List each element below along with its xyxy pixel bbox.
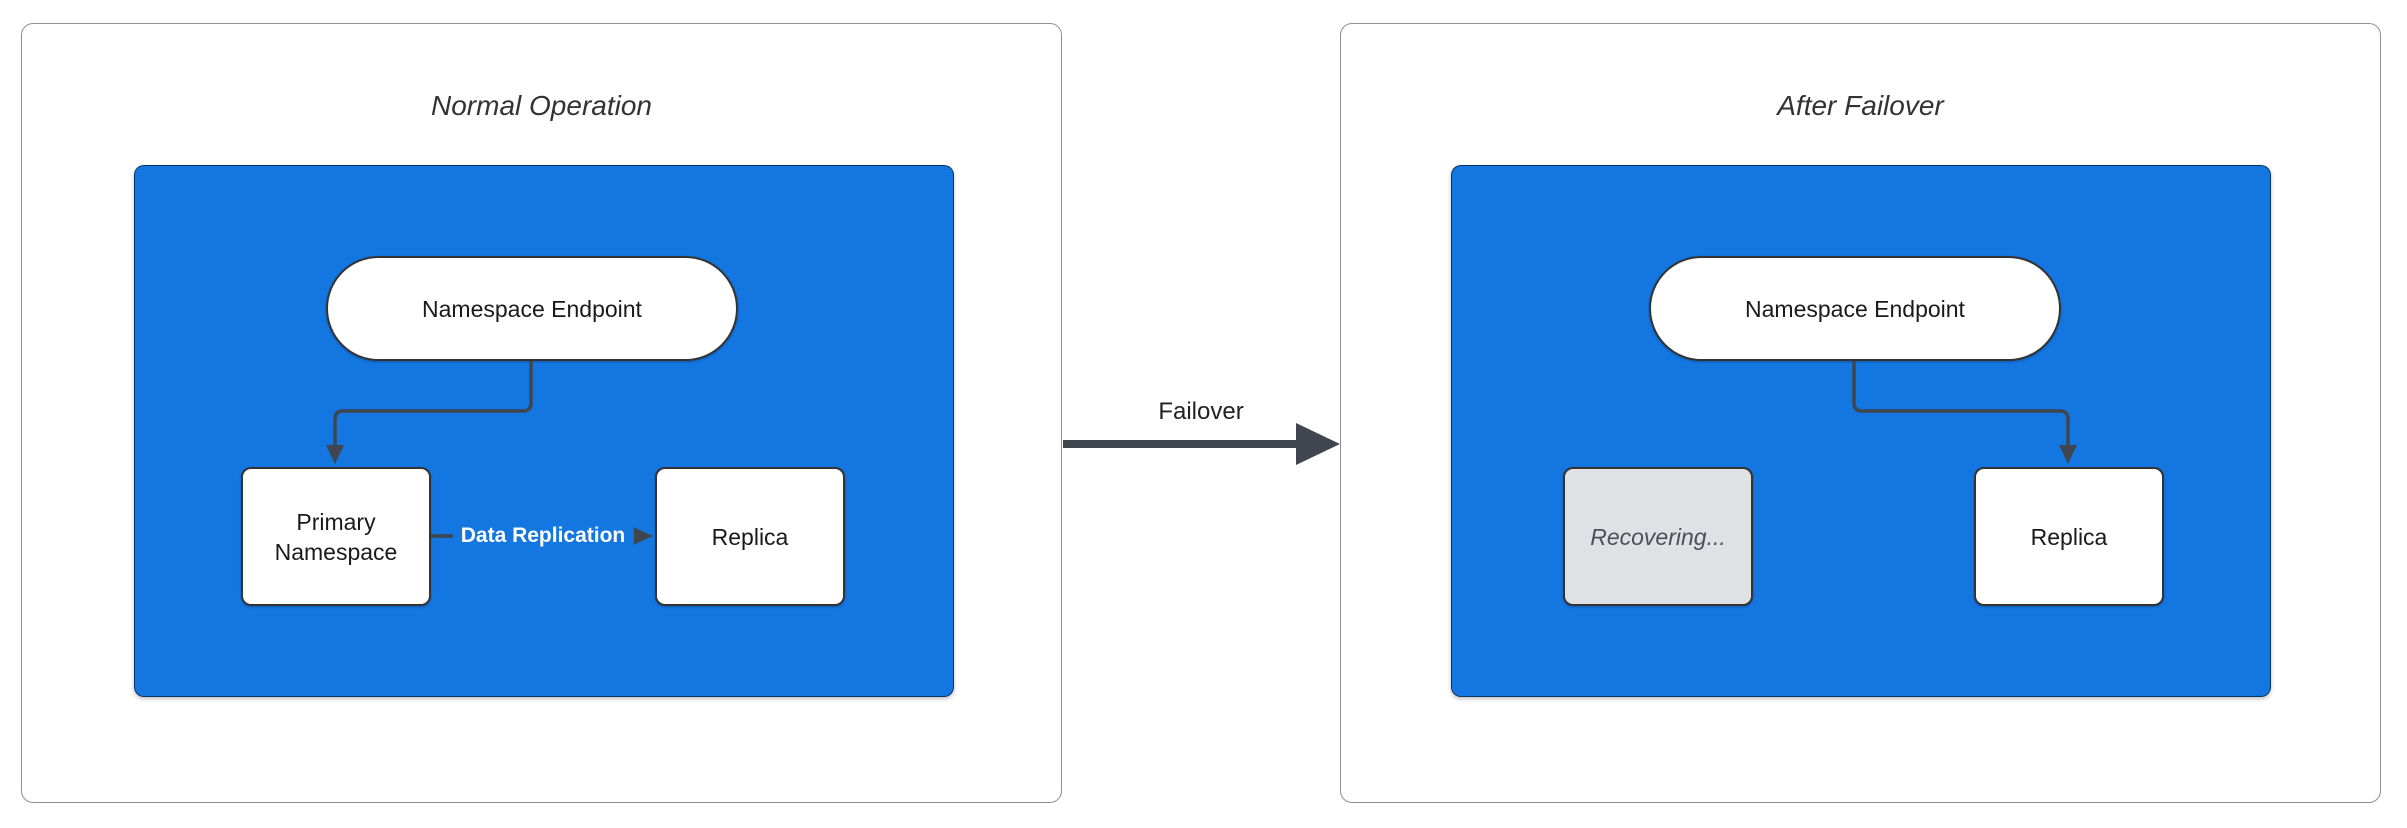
normal-operation-panel: Normal Operation Namespace Endpoint Prim… <box>21 23 1062 803</box>
replica-node-right: Replica <box>1974 467 2164 606</box>
normal-operation-title: Normal Operation <box>431 90 652 121</box>
failover-arrowhead <box>1296 423 1340 465</box>
after-failover-panel: After Failover Namespace Endpoint Recove… <box>1340 23 2381 803</box>
namespace-endpoint-node-right: Namespace Endpoint <box>1649 256 2061 361</box>
data-replication-edge-label: Data Replication <box>452 522 634 550</box>
replica-label-left: Replica <box>711 523 789 550</box>
after-failover-title: After Failover <box>1777 90 1944 121</box>
namespace-endpoint-node-left: Namespace Endpoint <box>326 256 738 361</box>
normal-operation-cluster <box>134 165 954 697</box>
after-failover-cluster <box>1451 165 2271 697</box>
primary-namespace-label: Primary Namespace <box>274 508 398 565</box>
replica-label-right: Replica <box>2030 523 2108 550</box>
recovering-label: Recovering... <box>1590 523 1726 550</box>
namespace-endpoint-label-left: Namespace Endpoint <box>422 295 642 322</box>
namespace-endpoint-label-right: Namespace Endpoint <box>1745 295 1965 322</box>
recovering-node: Recovering... <box>1563 467 1753 606</box>
primary-namespace-node: Primary Namespace <box>241 467 431 606</box>
failover-label: Failover <box>1158 398 1244 425</box>
replica-node-left: Replica <box>655 467 845 606</box>
